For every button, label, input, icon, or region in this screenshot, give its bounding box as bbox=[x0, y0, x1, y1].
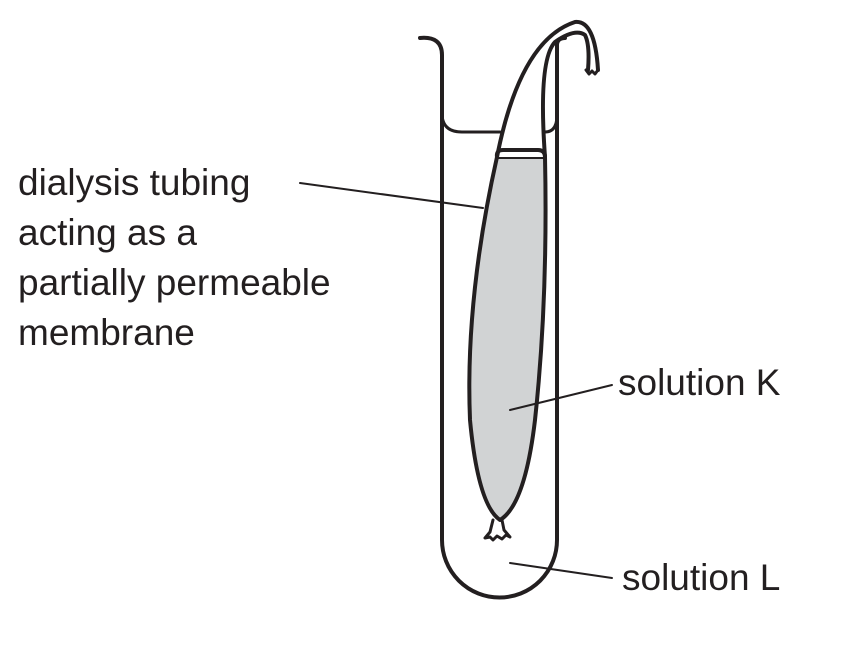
leader-line-solution-k bbox=[509, 384, 613, 411]
label-line: acting as a bbox=[18, 212, 197, 253]
label-line: partially permeable bbox=[18, 262, 331, 303]
solution-l-surface bbox=[440, 113, 559, 134]
tubing-frayed-end bbox=[584, 68, 600, 76]
leader-line-solution-l bbox=[509, 562, 613, 579]
bottom-knot bbox=[483, 518, 512, 542]
label-solution-k: solution K bbox=[618, 362, 781, 403]
label-solution-l: solution L bbox=[622, 557, 781, 598]
label-line: dialysis tubing bbox=[18, 162, 251, 203]
leader-line-tubing bbox=[299, 182, 484, 209]
dialysis-tubing-bag bbox=[467, 155, 548, 522]
label-line: membrane bbox=[18, 312, 195, 353]
dialysis-tubing-upper bbox=[495, 19, 600, 159]
test-tube bbox=[418, 35, 567, 600]
label-dialysis-tubing: dialysis tubing acting as a partially pe… bbox=[18, 158, 331, 358]
